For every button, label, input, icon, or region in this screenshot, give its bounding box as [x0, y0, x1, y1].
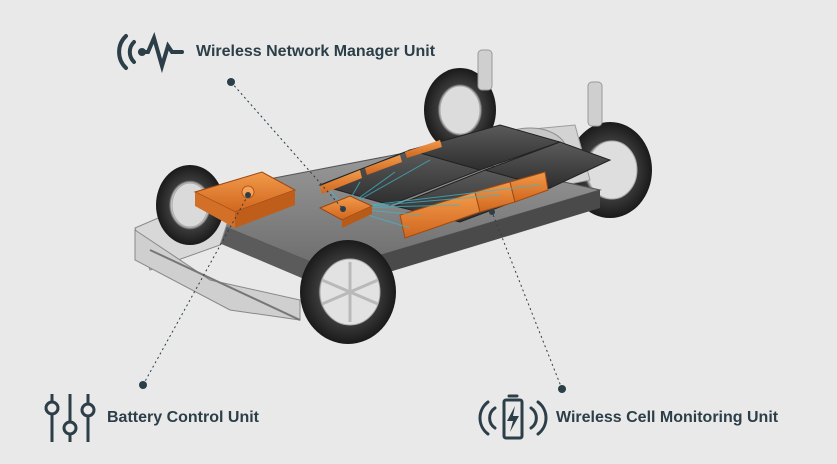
wnmu-label: Wireless Network Manager Unit: [196, 43, 436, 60]
front-left-wheel: [156, 165, 224, 245]
bcu-module: [193, 171, 297, 228]
wireless-pulse-icon: [117, 32, 184, 74]
leader-lines: [142, 81, 563, 390]
wcmu-leader-dot: [558, 385, 566, 393]
wcmu-label: Wireless Cell Monitoring Unit: [556, 409, 779, 426]
wnmu-module: [318, 195, 374, 228]
bcu-leader-dot: [139, 381, 147, 389]
wireless-battery-icon: [478, 394, 548, 440]
cell-modules-front: [399, 171, 549, 239]
wnmu-leader-dot: [227, 78, 235, 86]
front-right-wheel: [300, 240, 396, 344]
bcu-label: Battery Control Unit: [107, 409, 259, 426]
control-sliders-icon: [44, 394, 96, 442]
